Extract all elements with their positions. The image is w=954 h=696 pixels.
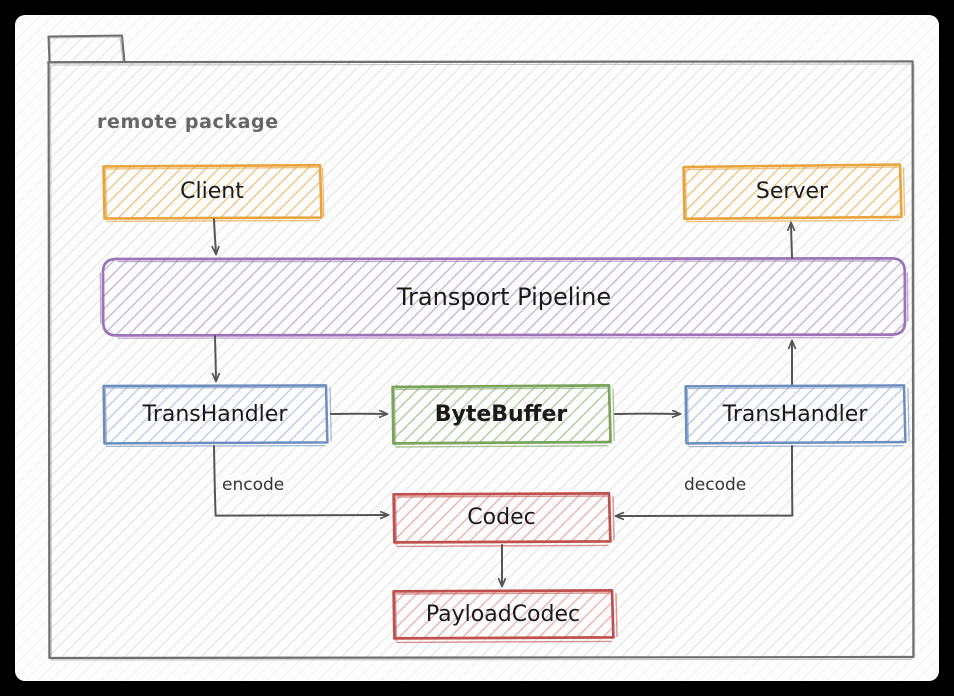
- node-codec[interactable]: [392, 492, 615, 548]
- diagram-svg: [46, 34, 916, 661]
- package-frame: [46, 34, 916, 661]
- edge-pipeline-to-server: [791, 223, 792, 259]
- edge-label-decode: decode: [681, 475, 750, 495]
- node-server[interactable]: [682, 163, 906, 223]
- edge-transhandler-right-to-codec: [616, 445, 794, 516]
- node-payloadcodec[interactable]: [392, 589, 618, 644]
- edge-client-to-pipeline: [214, 218, 216, 254]
- node-transhandler-right[interactable]: [684, 384, 910, 448]
- edge-transhandler-left-to-codec: [213, 445, 388, 516]
- edge-label-encode: encode: [219, 475, 288, 495]
- node-client[interactable]: [102, 163, 325, 223]
- node-bytebuffer[interactable]: [391, 384, 615, 448]
- edge-pipeline-to-transhandler-left: [215, 335, 216, 381]
- node-transhandler-left[interactable]: [102, 384, 332, 448]
- package-title: remote package: [97, 111, 279, 133]
- node-transport-pipeline[interactable]: [99, 257, 909, 339]
- diagram-canvas: remote package Client Server Transport P…: [15, 15, 939, 681]
